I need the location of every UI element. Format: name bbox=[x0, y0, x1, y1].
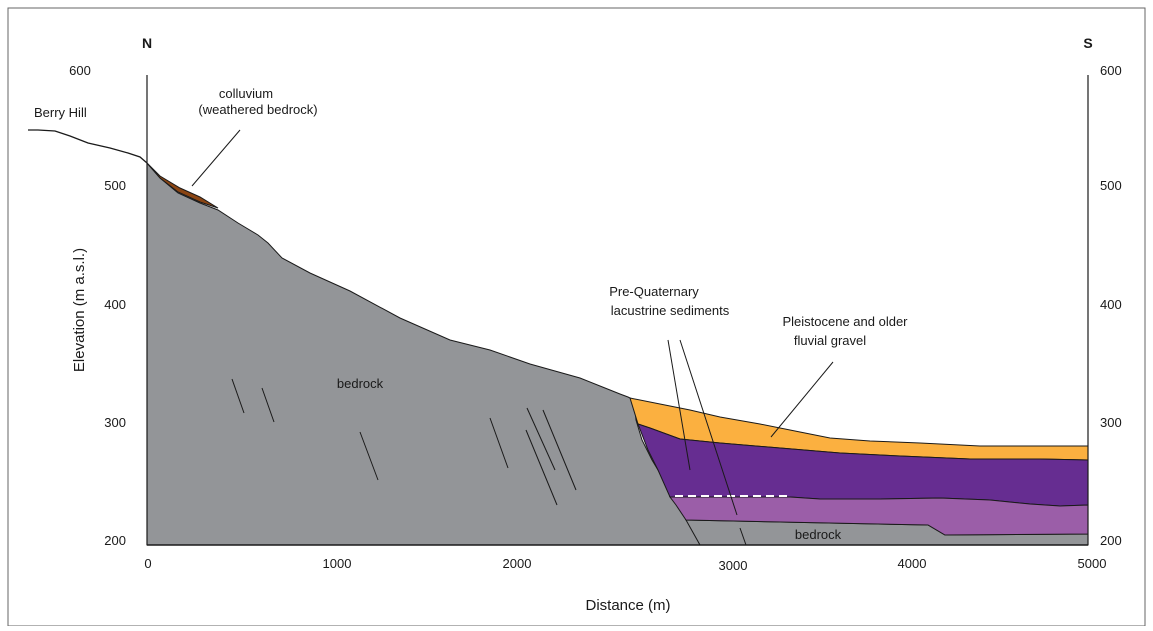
y-tick-left: 400 bbox=[104, 297, 126, 312]
x-tick: 2000 bbox=[503, 556, 532, 571]
pleistocene-label: Pleistocene and older bbox=[782, 314, 908, 329]
bedrock-layer bbox=[146, 161, 701, 546]
y-tick-right: 200 bbox=[1100, 533, 1122, 548]
y-axis-title: Elevation (m a.s.l.) bbox=[71, 248, 88, 372]
north-label: N bbox=[142, 35, 152, 51]
y-tick-right: 300 bbox=[1100, 415, 1122, 430]
leader-lines bbox=[191, 129, 834, 516]
pre-quaternary-label: Pre-Quaternary bbox=[609, 284, 699, 299]
fracture-mark bbox=[739, 527, 747, 546]
x-tick: 3000 bbox=[719, 558, 748, 573]
x-tick: 1000 bbox=[323, 556, 352, 571]
bedrock-fractures bbox=[231, 378, 747, 546]
lacustrine-lower-layer bbox=[669, 496, 1089, 536]
fracture-mark bbox=[542, 409, 577, 491]
y-tick-right: 600 bbox=[1100, 63, 1122, 78]
bedrock-south-label: bedrock bbox=[795, 527, 842, 542]
y-tick-right: 500 bbox=[1100, 178, 1122, 193]
colluvium-leader bbox=[191, 129, 241, 187]
bedrock-label: bedrock bbox=[337, 376, 384, 391]
colluvium-layer bbox=[146, 162, 219, 209]
y-tick-left: 500 bbox=[104, 178, 126, 193]
y-tick-left: 200 bbox=[104, 533, 126, 548]
x-tick: 5000 bbox=[1078, 556, 1107, 571]
x-axis-title: Distance (m) bbox=[585, 597, 670, 614]
berry-hill-label: Berry Hill bbox=[34, 105, 87, 120]
y-tick-left: 600 bbox=[69, 63, 91, 78]
lacustrine-upper-leader bbox=[667, 339, 691, 471]
colluvium-label: colluvium bbox=[219, 86, 273, 101]
y-tick-left: 300 bbox=[104, 415, 126, 430]
y-tick-right: 400 bbox=[1100, 297, 1122, 312]
pre-quaternary-sublabel: lacustrine sediments bbox=[611, 303, 730, 318]
lacustrine-lower-leader bbox=[679, 339, 738, 516]
south-label: S bbox=[1083, 35, 1092, 51]
fracture-mark bbox=[359, 431, 379, 481]
x-tick: 0 bbox=[144, 556, 151, 571]
gravel-leader bbox=[770, 361, 834, 438]
fracture-mark bbox=[489, 417, 509, 469]
berry-hill-surface bbox=[28, 129, 148, 164]
colluvium-sublabel: (weathered bedrock) bbox=[198, 102, 317, 117]
fracture-mark bbox=[231, 378, 245, 414]
fracture-mark bbox=[525, 429, 558, 506]
pleistocene-sublabel: fluvial gravel bbox=[794, 333, 866, 348]
fracture-mark bbox=[261, 387, 275, 423]
fracture-mark bbox=[526, 407, 556, 471]
x-tick: 4000 bbox=[898, 556, 927, 571]
